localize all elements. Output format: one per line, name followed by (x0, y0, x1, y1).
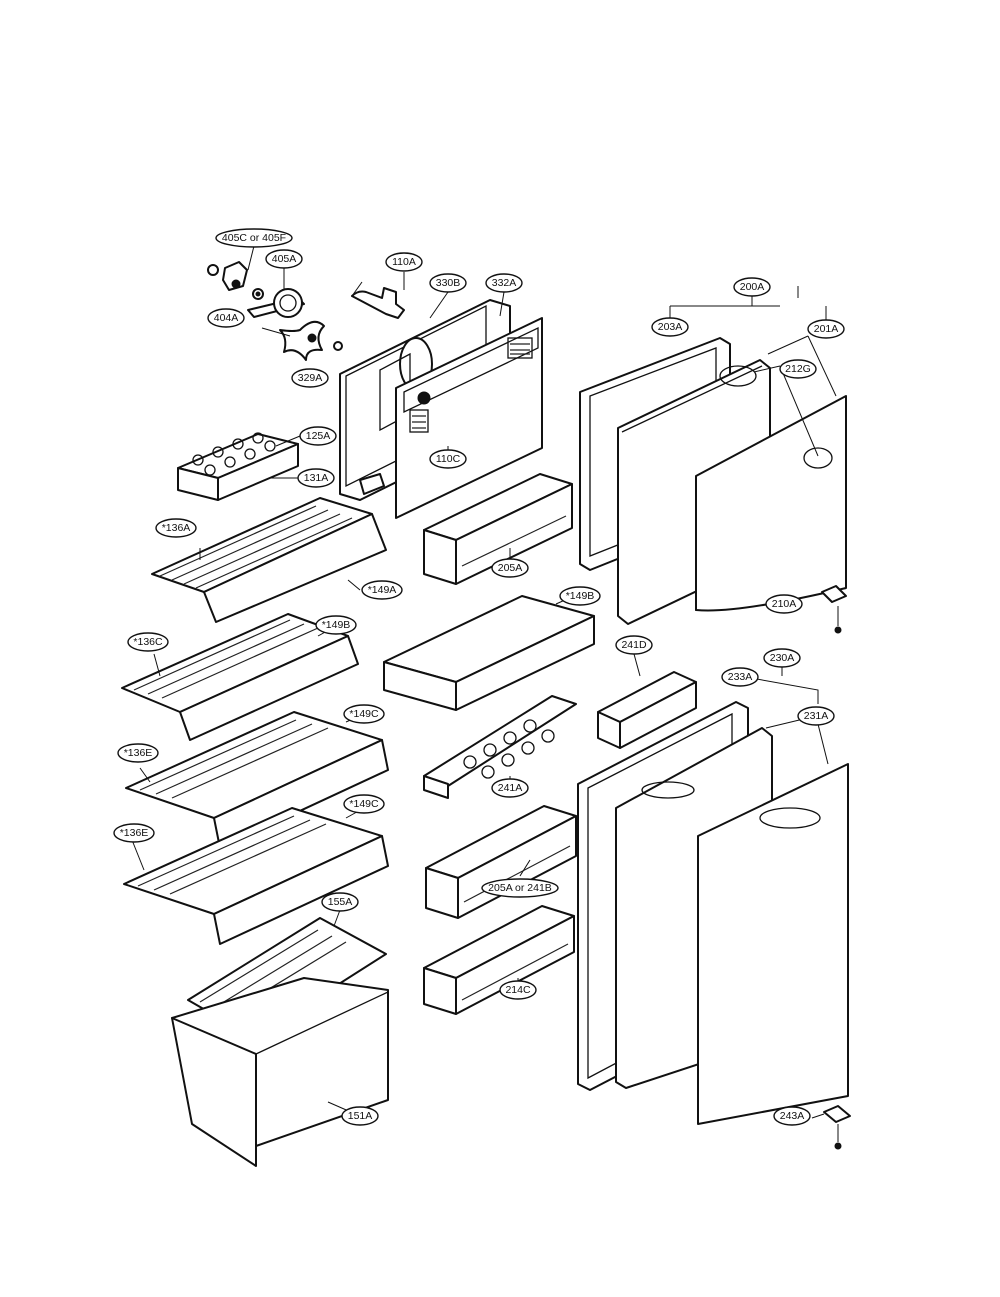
callout-label: 200A (740, 281, 765, 293)
callout-label: 241D (621, 639, 647, 651)
callout-136c: *136C (127, 632, 169, 652)
callout-404a: 404A (207, 308, 245, 328)
callout-241a: 241A (491, 778, 529, 798)
callout-label: *149B (322, 619, 351, 631)
callout-label: *149A (368, 584, 397, 596)
callout-151a: 151A (341, 1106, 379, 1126)
callout-233a: 233A (721, 667, 759, 687)
freezer-shelf (151, 497, 387, 623)
callout-136e-lower: *136E (113, 823, 155, 843)
callout-241d: 241D (615, 635, 653, 655)
callout-231a: 231A (797, 706, 835, 726)
egg-tray-241a (423, 695, 577, 799)
callout-200a: 200A (733, 277, 771, 297)
callout-label: 332A (492, 277, 517, 289)
callout-label: 231A (804, 710, 829, 722)
callout-230a: 230A (763, 648, 801, 668)
callout-label: 405C or 405F (222, 232, 286, 244)
callout-label: 329A (298, 372, 323, 384)
callout-214c: 214C (499, 980, 537, 1000)
dairy-bin-241d (597, 671, 697, 749)
callout-329a: 329A (291, 368, 329, 388)
door-bin-205a-upper (423, 473, 573, 585)
callout-201a: 201A (807, 319, 845, 339)
callout-label: 155A (328, 896, 353, 908)
callout-149c-lower: *149C (343, 794, 385, 814)
callout-label: 404A (214, 312, 239, 324)
callout-149c-upper: *149C (343, 704, 385, 724)
callout-label: 110C (436, 453, 461, 465)
ice-tray-and-bin (177, 432, 299, 501)
callout-155a: 155A (321, 892, 359, 912)
callout-label: 214C (505, 984, 531, 996)
fridge-door-assembly (577, 701, 851, 1150)
callout-243a: 243A (773, 1106, 811, 1126)
callout-label: *136E (120, 827, 149, 839)
callout-label: 125A (306, 430, 331, 442)
fridge-shelf-136e-upper (125, 711, 389, 849)
callout-205a: 205A (491, 558, 529, 578)
callout-label: 212G (785, 363, 811, 375)
callout-label: 233A (728, 671, 753, 683)
callout-405a: 405A (265, 249, 303, 269)
callout-label: 205A or 241B (488, 882, 552, 894)
fridge-shelf-136c (121, 613, 359, 741)
callout-149b-right: *149B (559, 586, 601, 606)
callout-label: *136A (162, 522, 191, 534)
callout-label: 203A (658, 321, 683, 333)
callout-label: 205A (498, 562, 523, 574)
callout-label: 330B (436, 277, 461, 289)
callout-125a: 125A (299, 426, 337, 446)
callout-label: 243A (780, 1110, 805, 1122)
callout-label: 405A (272, 253, 297, 265)
door-bin-205a-lower (425, 805, 577, 919)
door-bin-214c (423, 905, 575, 1015)
callout-332a: 332A (485, 273, 523, 293)
callout-label: *136C (133, 636, 163, 648)
callout-label: *136E (124, 747, 153, 759)
callout-205a-or-241b: 205A or 241B (481, 878, 559, 898)
fan-motor-assembly (207, 261, 343, 361)
crisper-drawer-151a (171, 977, 389, 1167)
callout-405c: 405C or 405F (215, 228, 293, 248)
callout-label: 201A (814, 323, 839, 335)
callout-label: 230A (770, 652, 795, 664)
callout-210a: 210A (765, 594, 803, 614)
callout-136a: *136A (155, 518, 197, 538)
callout-212g: 212G (779, 359, 817, 379)
callout-label: *149B (566, 590, 595, 602)
callout-149b-left: *149B (315, 615, 357, 635)
evaporator-cover-assembly (339, 281, 543, 519)
callout-110c: 110C (429, 449, 467, 469)
callout-label: 110A (392, 256, 416, 268)
callout-203a: 203A (651, 317, 689, 337)
callout-136e-upper: *136E (117, 743, 159, 763)
callout-label: *149C (349, 798, 379, 810)
freezer-door-assembly (579, 337, 847, 634)
callout-label: 151A (348, 1110, 373, 1122)
callout-149a: *149A (361, 580, 403, 600)
fridge-shelf-136e-lower (123, 807, 389, 945)
callout-label: 131A (304, 472, 329, 484)
callout-330b: 330B (429, 273, 467, 293)
freezer-drawer-149b (383, 595, 595, 711)
callout-label: 210A (772, 598, 797, 610)
callout-110a: 110A (385, 252, 423, 272)
callout-label: 241A (498, 782, 523, 794)
callout-label: *149C (349, 708, 379, 720)
callout-131a: 131A (297, 468, 335, 488)
